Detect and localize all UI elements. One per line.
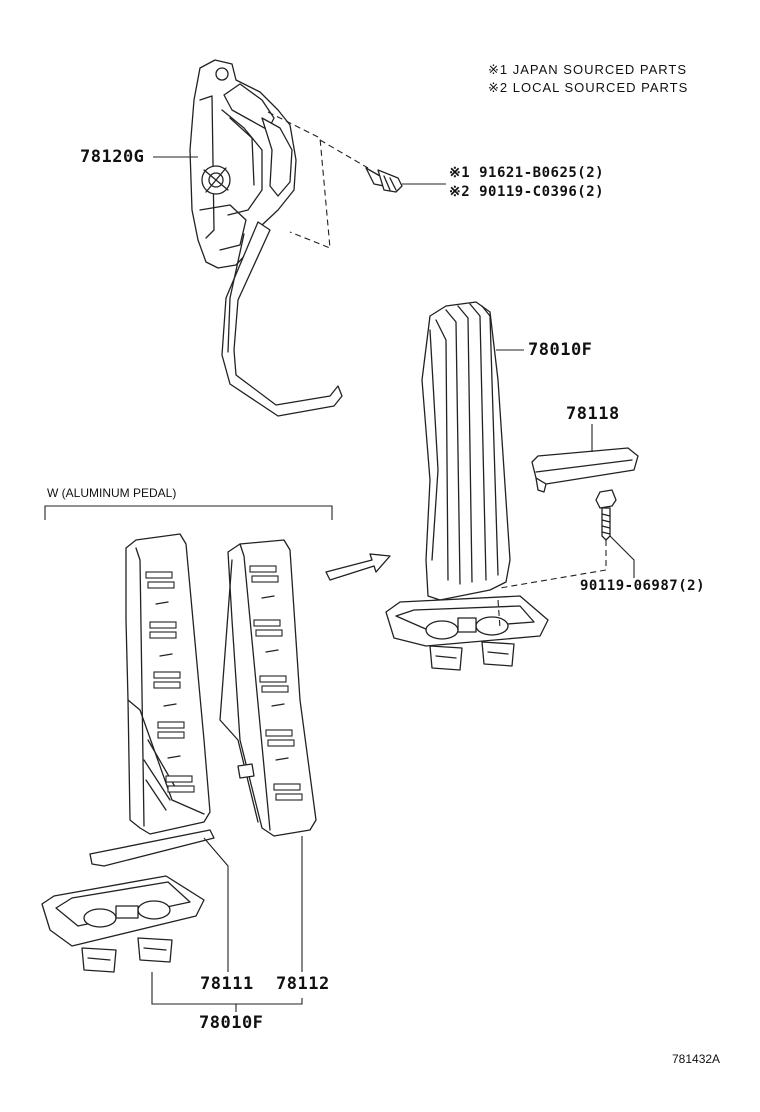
- aluminum-pedal-78112: [219, 539, 317, 837]
- part-label-78111[interactable]: 78111: [200, 974, 254, 994]
- part-label-90119-06987[interactable]: 90119-06987(2): [580, 578, 706, 594]
- accelerator-bracket-assembly: [189, 59, 369, 417]
- note-local-sourced: ※2 LOCAL SOURCED PARTS: [488, 80, 689, 95]
- part-label-78118[interactable]: 78118: [566, 404, 620, 424]
- bolt-91621-icon: [365, 167, 403, 193]
- part-label-90119-C0396[interactable]: ※2 90119-C0396(2): [449, 184, 605, 200]
- part-label-78010F-group[interactable]: 78010F: [199, 1013, 264, 1033]
- pedal-pad-78010F: [385, 301, 549, 671]
- group-label-aluminum-pedal: W (ALUMINUM PEDAL): [47, 486, 177, 500]
- aluminum-pedal-78111: [41, 533, 215, 973]
- figure-code: 781432A: [672, 1052, 721, 1066]
- bolt-90119-06987-icon: [595, 489, 617, 541]
- slot-group-right: [249, 565, 303, 801]
- part-label-91621-B0625[interactable]: ※1 91621-B0625(2): [449, 165, 605, 181]
- cover-78118: [531, 447, 639, 493]
- part-label-78120G[interactable]: 78120G: [80, 147, 145, 167]
- slot-group-left: [145, 571, 195, 793]
- note-japan-sourced: ※1 JAPAN SOURCED PARTS: [488, 62, 688, 77]
- arrow-icon: [325, 553, 391, 581]
- part-label-78010F-main[interactable]: 78010F: [528, 340, 593, 360]
- part-label-78112[interactable]: 78112: [276, 974, 330, 994]
